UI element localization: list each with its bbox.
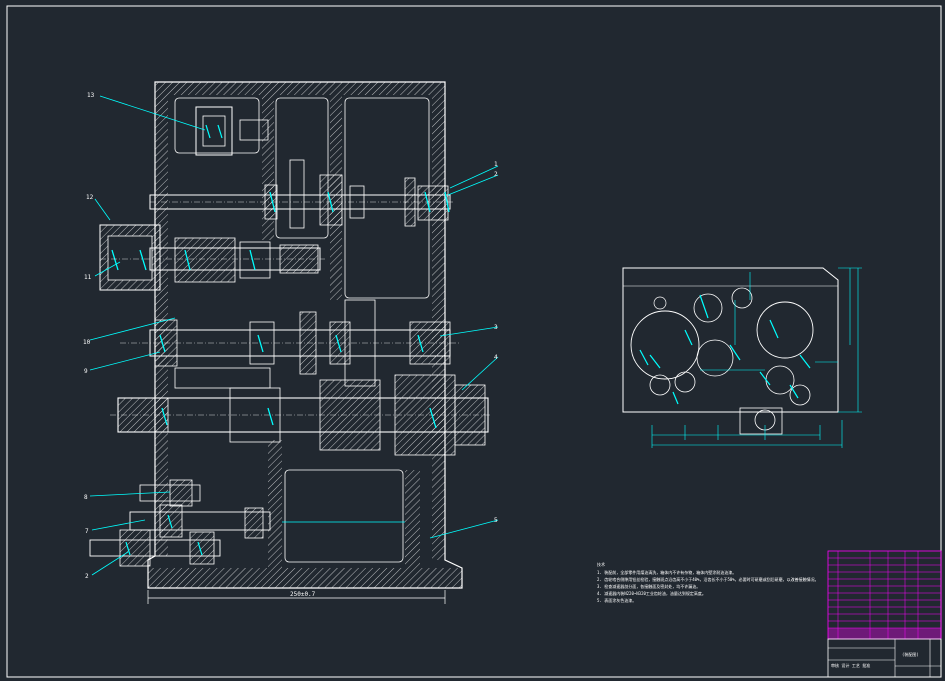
technical-notes: 技术 1. 装配前，全部零件用煤油清洗，箱体内不许有杂物，箱体内壁涂耐油油漆。 … <box>597 561 819 603</box>
note-line-2: 2. 齿轮啮合侧隙用铅丝检验，接触斑点沿齿高不小于40%，沿齿长不小于50%，必… <box>597 576 819 582</box>
drawing-frame <box>6 5 942 678</box>
callout-4: 4 <box>494 354 498 361</box>
overall-dimension-label: 250±0.7 <box>290 591 316 598</box>
callout-5: 5 <box>494 517 498 524</box>
note-line-4: 4. 减速器内装N220~N320工业齿轮油，油量达到规定高度。 <box>597 590 706 596</box>
callout-7: 7 <box>85 528 89 535</box>
parts-list-table <box>827 550 942 640</box>
callout-leaders <box>89 95 499 576</box>
callout-3: 3 <box>494 324 498 331</box>
title-block-signatures: 审核 设计 工艺 批准 <box>831 662 870 668</box>
callout-2-upper: 2 <box>494 171 498 178</box>
callout-13: 13 <box>87 92 95 99</box>
callout-2-lower: 2 <box>85 573 89 580</box>
note-line-1: 1. 装配前，全部零件用煤油清洗，箱体内不许有杂物，箱体内壁涂耐油油漆。 <box>597 569 736 575</box>
callout-numbers: 13 12 11 10 9 8 7 2 1 2 3 4 5 <box>83 92 498 580</box>
callout-9: 9 <box>84 368 88 375</box>
note-line-3: 3. 检查减速器剖分面，各接触面及密封处，均不许漏油。 <box>597 583 700 589</box>
gearbox-section-view: 250±0.7 <box>89 81 492 604</box>
notes-heading: 技术 <box>597 561 605 567</box>
title-block: (装配图) 审核 设计 工艺 批准 <box>827 638 942 678</box>
drawing-name: (装配图) <box>902 651 919 657</box>
note-line-5: 5. 表面涂灰色油漆。 <box>597 597 636 603</box>
callout-10: 10 <box>83 339 91 346</box>
callout-11: 11 <box>84 274 92 281</box>
side-view <box>622 267 862 448</box>
callout-12: 12 <box>86 194 94 201</box>
callout-1: 1 <box>494 161 498 168</box>
callout-8: 8 <box>84 494 88 501</box>
